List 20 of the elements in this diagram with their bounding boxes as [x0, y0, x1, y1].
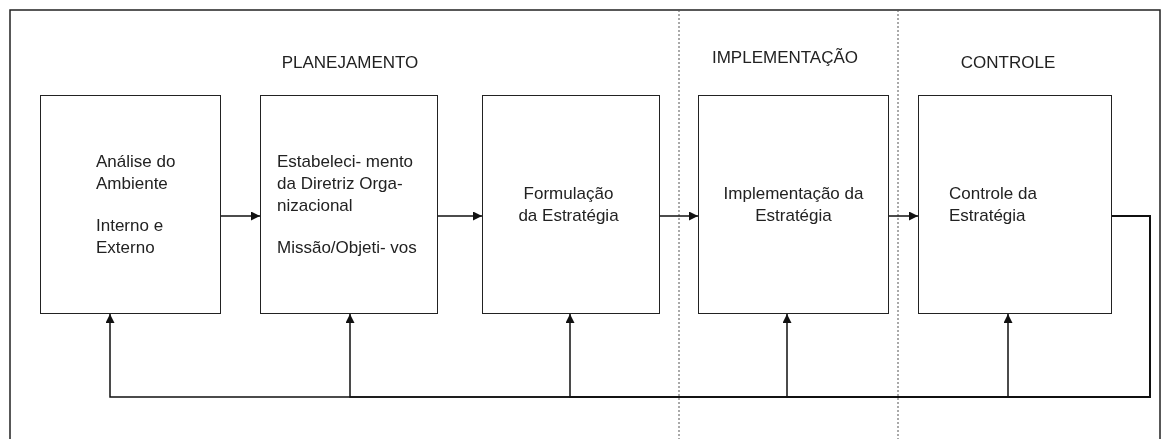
- arrow: [220, 211, 261, 221]
- arrow: [437, 211, 483, 221]
- box-text: Formulação da Estratégia: [517, 182, 620, 227]
- process-box: [698, 95, 889, 314]
- box-text: Análise do Ambiente: [96, 150, 177, 195]
- arrow: [659, 211, 699, 221]
- process-box: [918, 95, 1112, 314]
- phase-heading: PLANEJAMENTO: [281, 53, 419, 73]
- box-text: Estabeleci- mento da Diretriz Orga- nizacional: [277, 150, 415, 217]
- box-text: Implementação da Estratégia: [722, 182, 865, 227]
- process-box: [482, 95, 660, 314]
- arrow: [888, 211, 919, 221]
- phase-heading: IMPLEMENTAÇÃO: [711, 48, 859, 68]
- box-text: Missão/Objeti- vos: [277, 236, 418, 259]
- process-box: [260, 95, 438, 314]
- box-text: Interno e Externo: [96, 214, 165, 259]
- arrow: [1003, 215, 1151, 398]
- box-text: Controle da Estratégia: [949, 182, 1038, 227]
- process-box: [40, 95, 221, 314]
- phase-heading: CONTROLE: [960, 53, 1056, 73]
